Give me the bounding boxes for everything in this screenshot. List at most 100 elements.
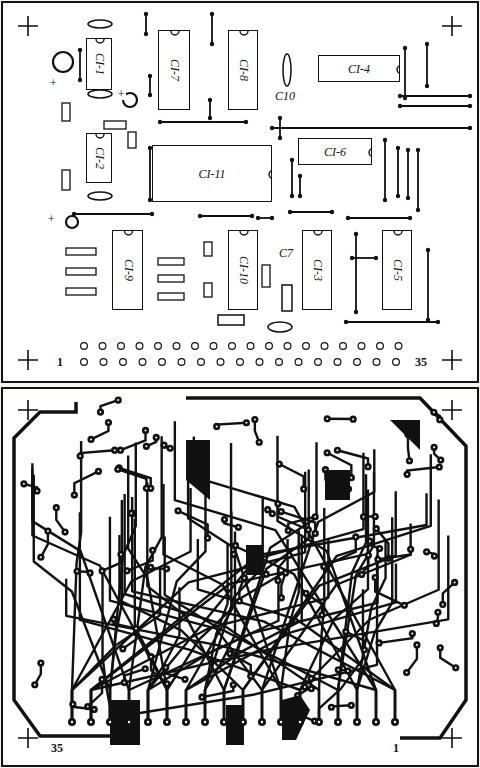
jumper-end	[374, 256, 378, 260]
jumper-end	[256, 216, 260, 220]
copper-pad	[403, 669, 410, 676]
jumper-end	[298, 194, 302, 198]
drill-hole	[55, 507, 57, 509]
copper-pad	[374, 556, 381, 563]
copper-trace	[443, 582, 455, 604]
jumper-wire	[355, 234, 357, 312]
drill-hole	[223, 721, 225, 723]
drill-hole	[250, 675, 252, 677]
copper-pad	[286, 552, 293, 559]
copper-pad	[358, 571, 365, 578]
copper-pad	[213, 423, 220, 430]
drill-hole	[90, 438, 92, 440]
pad	[266, 343, 273, 350]
jumper-end	[396, 194, 400, 198]
jumper-end	[408, 216, 412, 220]
copper-pad	[348, 702, 355, 709]
copper-pad	[308, 685, 315, 692]
drill-hole	[145, 429, 147, 431]
ic-label: CI-10	[236, 256, 251, 284]
edge-connector-pad	[353, 718, 361, 726]
copper-pad	[312, 530, 319, 537]
copper-pad	[301, 683, 308, 690]
copper-pad	[143, 485, 150, 492]
edge-connector-pad	[201, 718, 209, 726]
copper-trace	[127, 550, 153, 570]
jumper-end	[468, 104, 472, 108]
drill-hole	[120, 449, 122, 451]
copper-pad	[360, 513, 367, 520]
ic-label: CI-8	[236, 59, 251, 81]
copper-trace	[80, 512, 300, 722]
copper-pad	[407, 546, 414, 553]
jumper-end	[72, 212, 76, 216]
copper-trace	[80, 450, 115, 456]
edge-connector-pad	[106, 718, 114, 726]
copper-trace	[440, 648, 455, 668]
drill-hole	[350, 477, 352, 479]
drill-hole	[411, 633, 413, 635]
copper-pad	[373, 525, 380, 532]
jumper-wire	[200, 215, 252, 217]
copper-pad	[33, 487, 40, 494]
drill-hole	[326, 452, 328, 454]
copper-trace	[262, 524, 411, 722]
drill-hole	[150, 656, 152, 658]
drill-hole	[345, 631, 347, 633]
copper-trace	[91, 423, 108, 440]
drill-hole	[113, 618, 115, 620]
drill-hole	[145, 445, 147, 447]
jumper-end	[346, 216, 350, 220]
jumper-wire	[145, 14, 147, 34]
pad	[321, 343, 328, 350]
resistor-symbol	[66, 288, 96, 295]
drill-hole	[355, 536, 357, 538]
drill-hole	[130, 512, 132, 514]
drill-hole	[337, 669, 339, 671]
drill-hole	[285, 572, 287, 574]
copper-pad	[320, 563, 327, 570]
jumper-end	[144, 32, 148, 36]
jumper-wire	[149, 76, 151, 95]
copper-trace	[135, 519, 167, 722]
copper-pad	[162, 664, 169, 671]
polarity-mark: +	[48, 77, 58, 89]
drill-hole	[147, 721, 149, 723]
copper-area	[390, 420, 420, 450]
copper-trace	[91, 493, 427, 722]
copper-pad	[305, 526, 312, 533]
ic-notch	[240, 31, 248, 35]
pin-number: 1	[56, 356, 64, 368]
jumper-wire	[404, 48, 406, 98]
drill-hole	[299, 721, 301, 723]
copper-pad	[241, 574, 248, 581]
jumper-end	[288, 210, 292, 214]
copper-trace	[56, 508, 65, 532]
copper-trace	[198, 539, 395, 722]
copper-pad	[436, 463, 443, 470]
jumper-end	[198, 214, 202, 218]
copper-pad	[350, 416, 357, 423]
copper-trace	[281, 512, 315, 534]
copper-pad	[86, 569, 93, 576]
jumper-end	[354, 310, 358, 314]
capacitor-symbol	[88, 20, 112, 28]
copper-pad	[174, 507, 181, 514]
drill-hole	[150, 566, 152, 568]
copper-trace	[281, 573, 285, 598]
copper-pad	[256, 439, 263, 446]
copper-pad	[235, 524, 242, 531]
resistor-symbol	[158, 275, 184, 282]
jumper-end	[250, 214, 254, 218]
pad	[210, 343, 217, 350]
drill-hole	[177, 510, 179, 512]
drill-hole	[40, 556, 42, 558]
copper-pad	[282, 569, 289, 576]
edge-connector-pad	[258, 718, 266, 726]
pad	[198, 359, 205, 366]
drill-hole	[207, 537, 209, 539]
ic-package: CI-9	[112, 230, 143, 310]
jumper-end	[244, 120, 248, 124]
copper-pad	[431, 552, 438, 559]
